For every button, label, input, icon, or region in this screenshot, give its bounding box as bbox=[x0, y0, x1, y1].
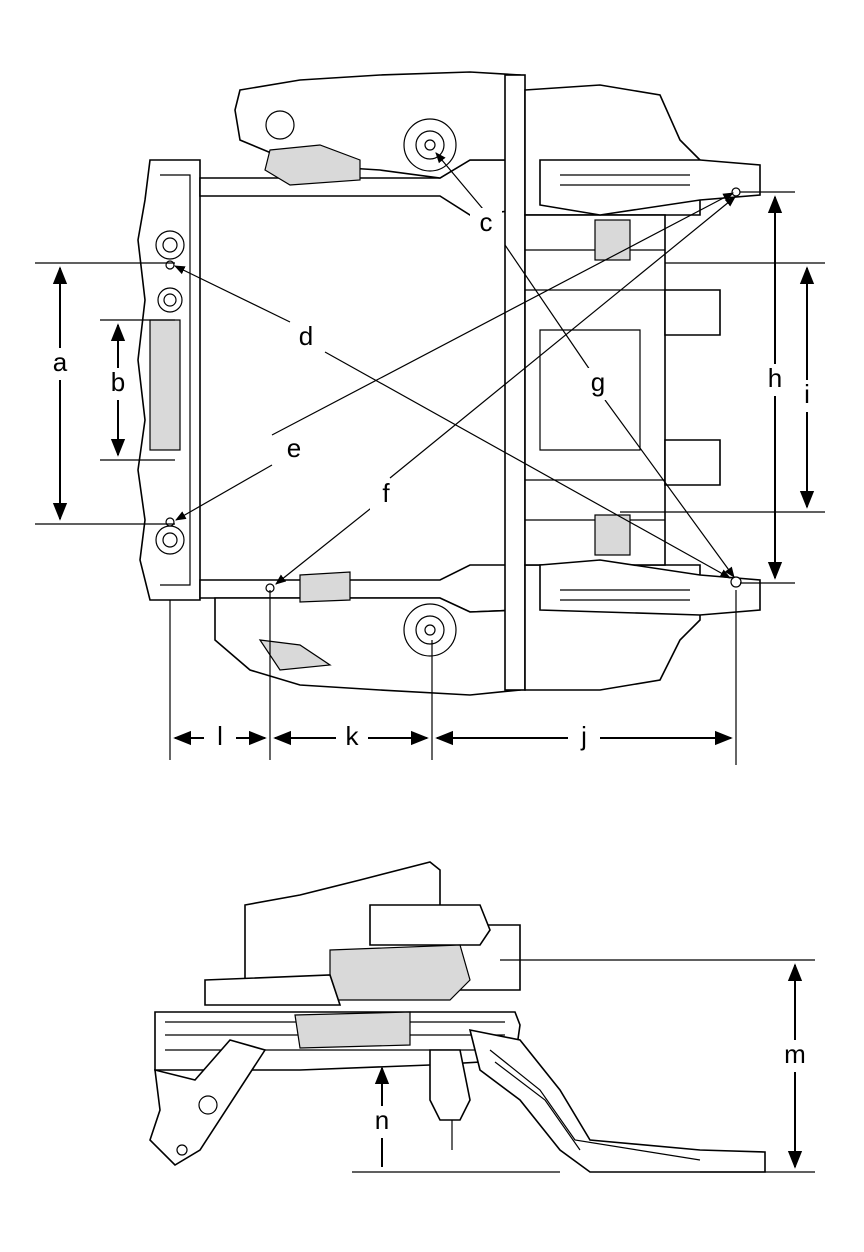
floor-pan bbox=[504, 74, 721, 691]
label-m: m bbox=[784, 1039, 806, 1069]
label-b: b bbox=[111, 367, 125, 397]
side-view: m n bbox=[149, 861, 815, 1173]
label-e: e bbox=[287, 433, 301, 463]
label-c: c bbox=[480, 207, 493, 237]
label-d: d bbox=[299, 321, 313, 351]
diagonal-dimensions bbox=[174, 152, 736, 585]
label-l: l bbox=[217, 721, 223, 751]
vertical-dimensions bbox=[35, 191, 825, 584]
label-k: k bbox=[346, 721, 360, 751]
label-f: f bbox=[382, 478, 390, 508]
lower-frame-rail bbox=[199, 564, 521, 696]
label-g: g bbox=[591, 367, 605, 397]
label-a: a bbox=[53, 347, 68, 377]
upper-frame-rail bbox=[199, 71, 521, 216]
radiator-support bbox=[137, 159, 201, 601]
label-h: h bbox=[768, 363, 782, 393]
rear-rails bbox=[539, 159, 761, 616]
label-n: n bbox=[375, 1105, 389, 1135]
top-view: a b c d e f g h i j k l bbox=[35, 71, 825, 765]
label-i: i bbox=[804, 379, 810, 409]
label-j: j bbox=[580, 721, 587, 751]
top-view-labels: a b c d e f g h i j k l bbox=[44, 207, 823, 754]
